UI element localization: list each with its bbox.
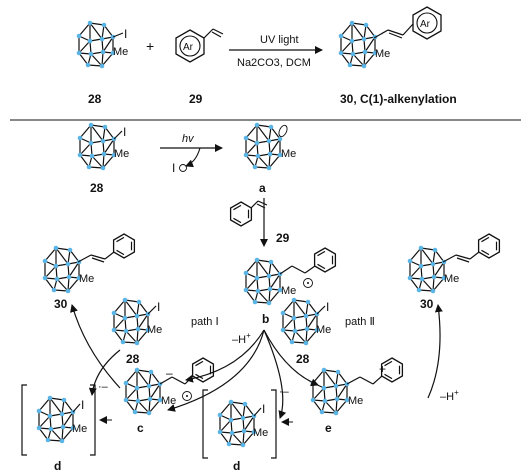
product-30-label: 30, C(1)-alkenylation <box>340 92 457 106</box>
aryl-styrene-29: Ar <box>175 28 224 63</box>
path1-28-iodo: I <box>157 300 160 314</box>
mechanism: I Me 28 hv I Me a 29 Me b <box>21 122 501 473</box>
radical-anion-d-right: I Me ·– <box>202 386 290 459</box>
styrene-29 <box>229 200 268 227</box>
path2-28-iodo: I <box>326 300 329 314</box>
mech-28-label: 28 <box>90 181 104 195</box>
iodine-release-arrow <box>185 147 201 168</box>
intermediate-a-cage <box>243 122 283 171</box>
svg-text:I: I <box>81 398 84 412</box>
product-30-right-methyl: Me <box>444 273 459 285</box>
iodine-radical-label: I <box>172 161 175 175</box>
path1-28-cage <box>111 297 151 346</box>
product-30-right-label: 30 <box>420 297 434 311</box>
product-30-left-cage <box>42 245 82 294</box>
product-methyl-label: Me <box>375 48 390 60</box>
radical-anion-d-right-label: d <box>233 459 240 473</box>
arrow-c-to-30 <box>70 304 121 389</box>
svg-text:I: I <box>262 402 265 416</box>
compound-28-label: 28 <box>88 92 102 106</box>
arrow-e-to-30 <box>427 304 443 399</box>
arrow-b-to-d-left <box>167 329 265 412</box>
e-cation-sign: + <box>379 362 386 376</box>
radical-anion-d-left-label: d <box>54 459 61 473</box>
b-methyl: Me <box>281 285 296 297</box>
intermediate-c-label: c <box>137 421 144 435</box>
intermediate-b-label: b <box>262 312 269 326</box>
arrow-b-to-d-right <box>263 329 287 419</box>
path2-28-label: 28 <box>296 352 310 366</box>
iodo-label: I <box>124 27 127 41</box>
svg-text:·–: ·– <box>98 381 109 393</box>
methyl-label: Me <box>113 46 128 58</box>
ar-label: Ar <box>183 42 194 53</box>
radical-dot-icon <box>179 164 187 172</box>
a-methyl: Me <box>281 148 296 160</box>
intermediate-a-label: a <box>259 181 266 195</box>
arrow-28-to-d <box>88 349 121 396</box>
c-methyl: Me <box>161 395 176 407</box>
compound-29-label: 29 <box>189 92 203 106</box>
svg-text:Me: Me <box>253 427 268 439</box>
path1-28-label: 28 <box>126 352 140 366</box>
product-30-right-cage <box>407 245 447 294</box>
mech-28-iodo: I <box>123 125 126 139</box>
plus-sign: + <box>146 38 154 54</box>
path1-28-methyl: Me <box>147 324 162 336</box>
arrow-b-to-c <box>185 329 265 383</box>
radical-anion-d-left: I Me ·– <box>21 381 109 456</box>
intermediate-b-cage <box>243 257 283 306</box>
path1-label: path Ⅰ <box>191 316 219 328</box>
mech-28-cage <box>77 122 117 171</box>
radical-orbital-icon <box>278 124 288 138</box>
product-30-left-methyl: Me <box>79 273 94 285</box>
e-methyl: Me <box>348 395 363 407</box>
path2-28-cage <box>280 297 320 346</box>
c-anion-sign: – <box>166 366 173 380</box>
proton-loss-right: –H+ <box>440 388 459 403</box>
product-alkenyl-aryl: Ar <box>373 6 442 40</box>
top-reaction: I Me 28 + Ar 29 UV light Na2CO3, DCM Me … <box>76 6 457 106</box>
condition-base-solvent: Na2CO3, DCM <box>237 57 311 69</box>
path2-label: path Ⅱ <box>345 316 375 328</box>
intermediate-e-cage <box>310 367 350 416</box>
intermediate-c-cage <box>123 367 163 416</box>
hv-label: hv <box>182 133 195 145</box>
proton-loss-center: –H+ <box>232 331 251 346</box>
carborane-28-cage <box>76 20 116 69</box>
condition-uv-light: UV light <box>260 34 299 46</box>
b-radical-icon <box>303 278 313 288</box>
arrow-b-to-e <box>263 329 319 387</box>
styrene-29-label: 29 <box>276 231 290 245</box>
product-30-cage <box>338 20 378 69</box>
svg-text:·–: ·– <box>279 386 290 398</box>
path2-28-methyl: Me <box>316 324 331 336</box>
product-30-left-label: 30 <box>54 297 68 311</box>
svg-text:Me: Me <box>72 423 87 435</box>
mech-28-methyl: Me <box>114 148 129 160</box>
product-ar-label: Ar <box>420 19 431 30</box>
c-radical-icon <box>182 391 192 401</box>
intermediate-e-label: e <box>325 421 332 435</box>
